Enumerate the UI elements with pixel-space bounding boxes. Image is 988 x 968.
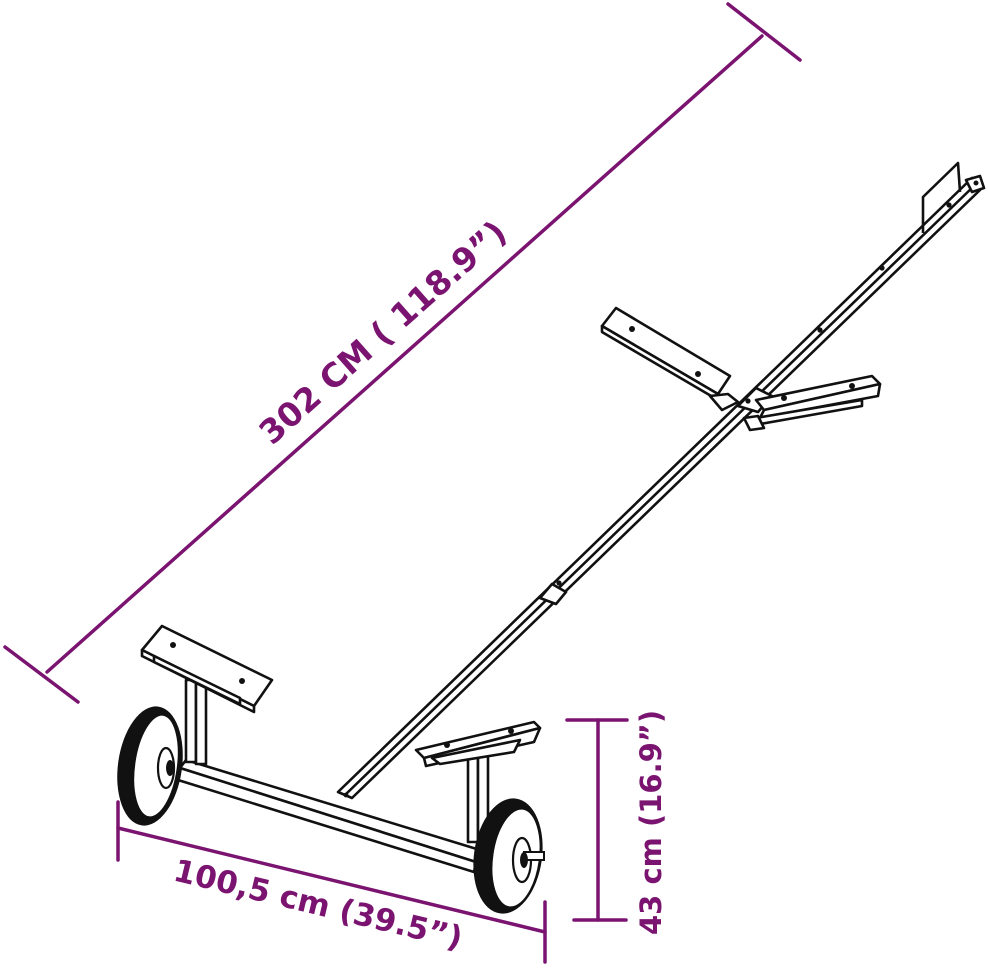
drawbar xyxy=(336,174,986,800)
trolley-drawing xyxy=(117,161,986,914)
handle xyxy=(921,161,962,233)
upper-right-bunk xyxy=(742,374,882,432)
length-label: 302 CM ( 118.9”) xyxy=(251,213,514,452)
height-dimension: 43 cm (16.9”) xyxy=(565,710,668,935)
width-label: 100,5 cm (39.5”) xyxy=(170,853,466,957)
left-wheel xyxy=(117,706,183,826)
left-bunk xyxy=(140,624,274,766)
right-wheel xyxy=(473,798,545,914)
height-label: 43 cm (16.9”) xyxy=(634,710,668,935)
upper-left-bunk xyxy=(600,306,740,412)
